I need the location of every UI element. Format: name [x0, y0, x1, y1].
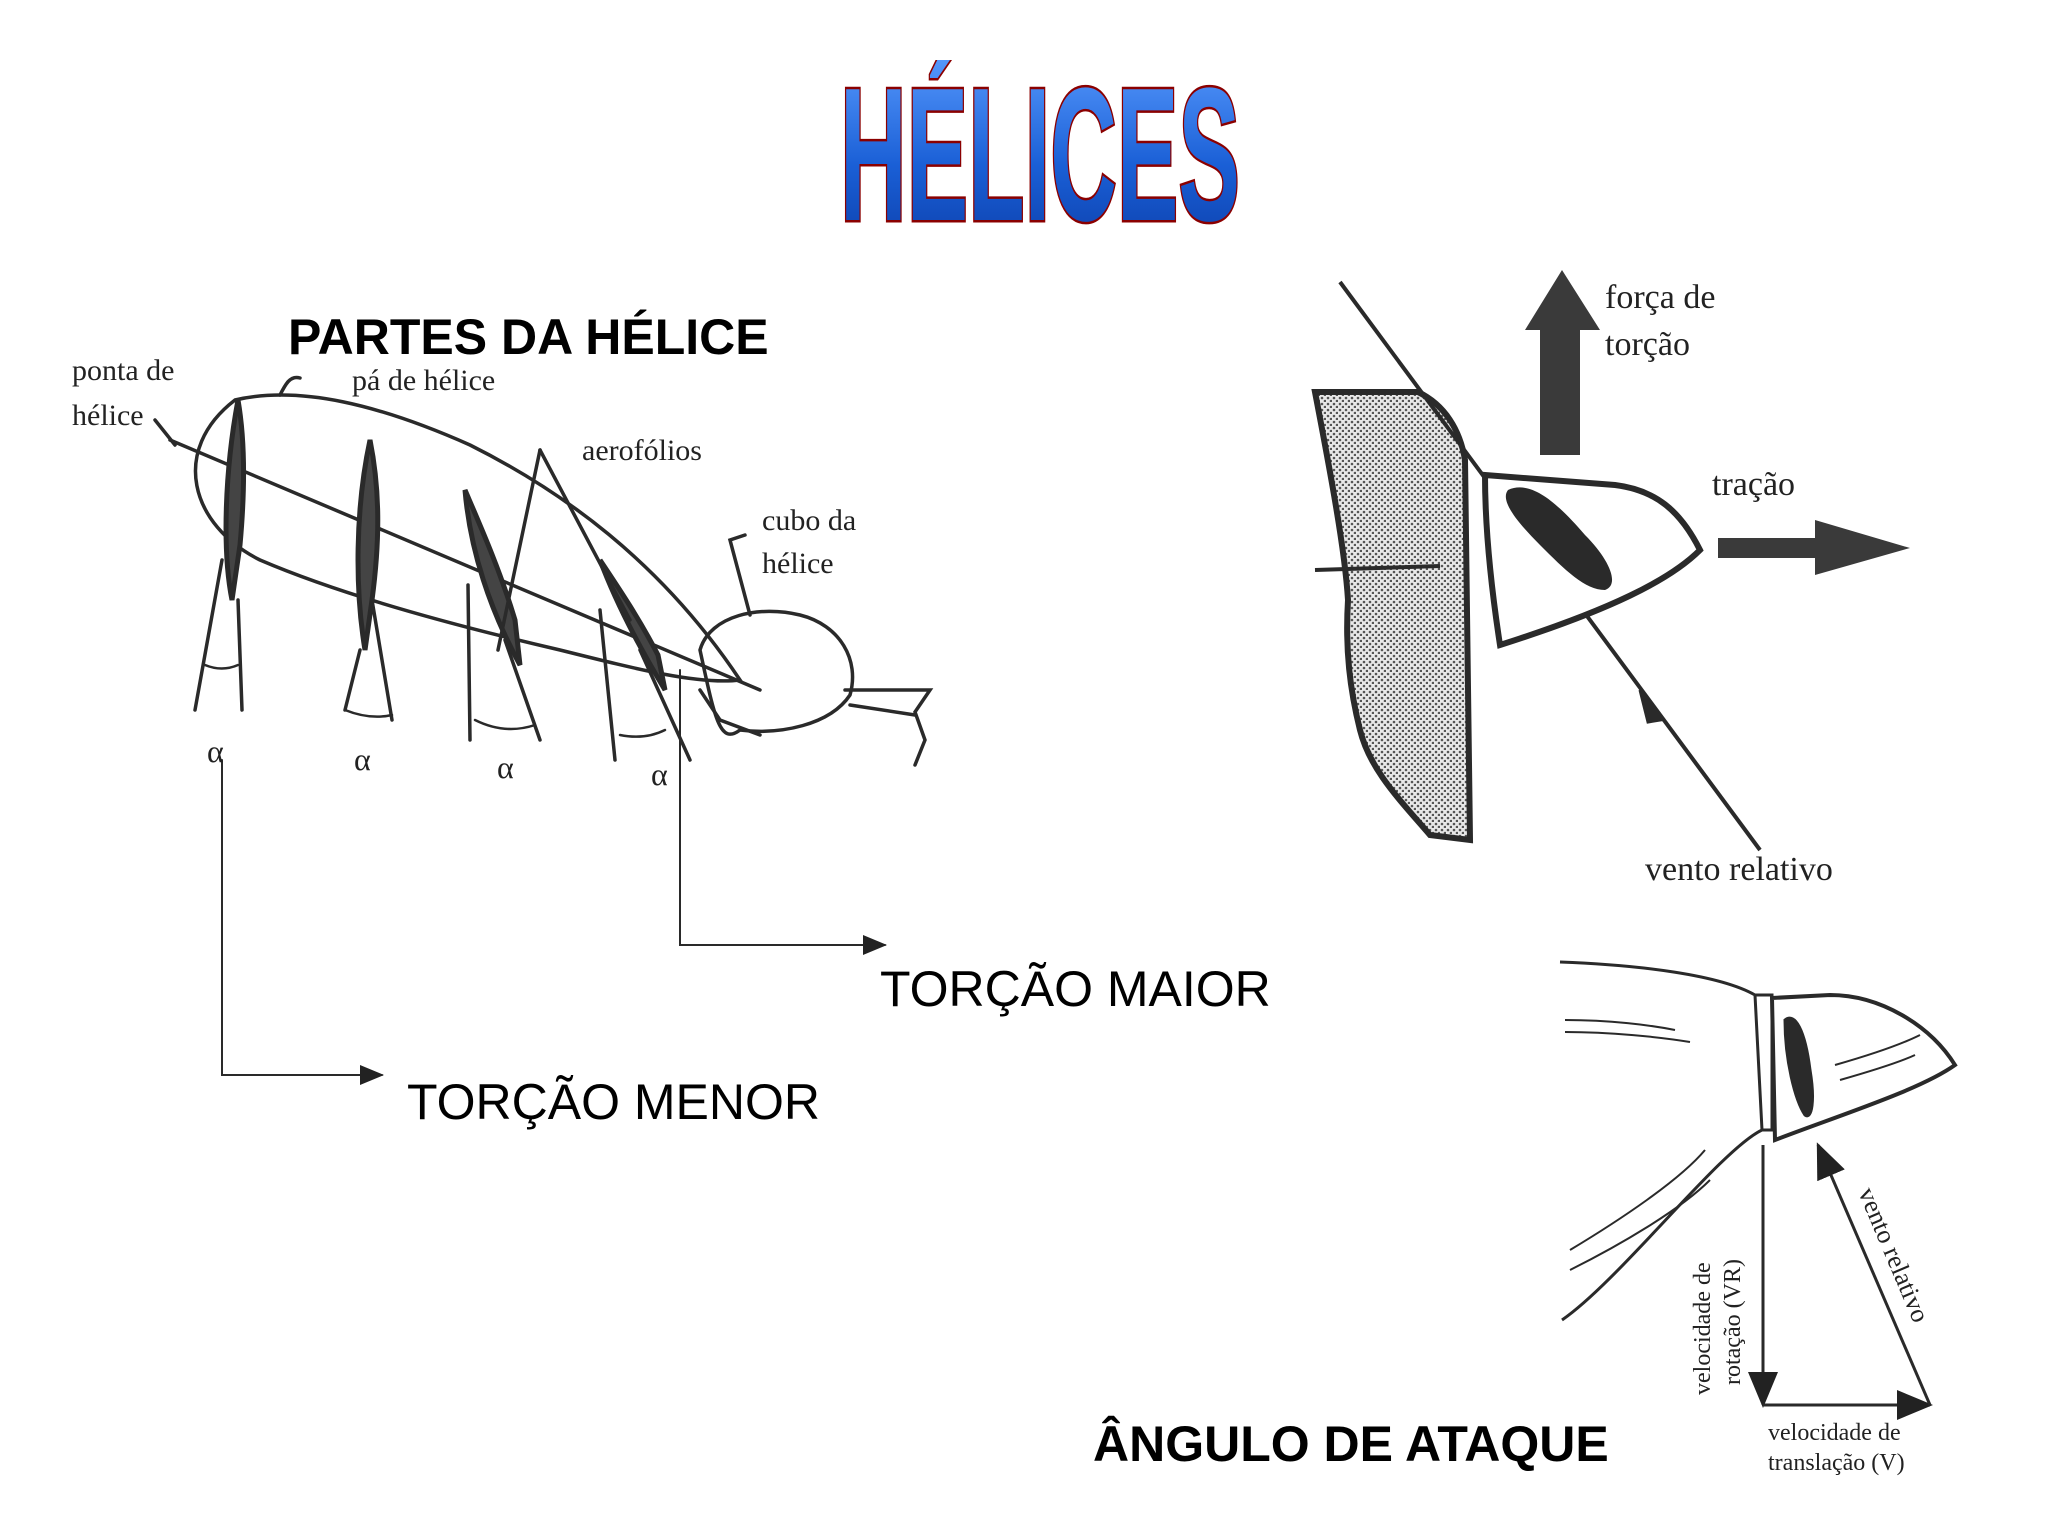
blade-tip-section: [1769, 992, 1958, 1143]
tip-leader: [153, 418, 177, 447]
angle-label-3: α: [497, 749, 514, 785]
angle-label-2: α: [354, 741, 371, 777]
twist-force-arrow: [1525, 270, 1600, 455]
rotation-velocity-label-line1: velocidade de: [1690, 1262, 1716, 1395]
tip-airfoil: [1783, 1016, 1814, 1118]
airfoil-shape: [1505, 487, 1613, 590]
blade-diagram: [153, 375, 934, 1085]
airfoils-leader-1: [496, 448, 542, 652]
airfoil-section-1: [223, 399, 247, 601]
parts-heading: PARTES DA HÉLICE: [288, 309, 769, 365]
tip-label-line2: hélice: [72, 399, 144, 432]
twist-force-label-line2: torção: [1605, 326, 1690, 363]
twist-greater-label: TORÇÃO MAIOR: [880, 961, 1271, 1017]
twist-smaller-label: TORÇÃO MENOR: [407, 1074, 820, 1130]
translation-velocity-label-line1: velocidade de: [1768, 1420, 1901, 1446]
forces-diagram: [1311, 270, 1910, 852]
translation-velocity-label-line2: translação (V): [1768, 1450, 1905, 1476]
rotation-arc-outer: [1559, 960, 1764, 1322]
angle-label-4: α: [651, 756, 668, 792]
blade-axis: [168, 438, 762, 692]
slide-title: HÉLICES: [838, 60, 1243, 240]
tip-label-line1: ponta de: [72, 354, 174, 387]
airfoils-label: aerofólios: [582, 434, 702, 467]
shaft: [843, 688, 934, 767]
blade-label: pá de hélice: [352, 364, 495, 397]
blade-outline: [193, 393, 744, 683]
twist-force-label-line1: força de: [1605, 279, 1715, 316]
forces-labels: força de torção tração vento relativo: [1605, 279, 1833, 888]
attack-heading: ÂNGULO DE ATAQUE: [1093, 1416, 1609, 1472]
blade-leader: [278, 375, 302, 397]
velocity-diagram: [1559, 960, 1958, 1420]
hub-label-line1: cubo da: [762, 504, 856, 537]
airfoil-section-3: [462, 489, 523, 667]
thrust-label: tração: [1712, 466, 1795, 503]
angle-label-1: α: [207, 733, 224, 769]
rotation-velocity-label-line2: rotação (VR): [1720, 1259, 1746, 1385]
hub-label-line2: hélice: [762, 547, 834, 580]
twist-smaller-connector: [221, 759, 384, 1085]
relative-wind-vector: [1816, 1142, 1932, 1406]
hub-shape: [698, 609, 855, 736]
twist-greater-connector: [679, 669, 887, 955]
spinner-shaded: [1311, 389, 1474, 844]
airfoils-leader-2: [538, 448, 632, 622]
blade-labels: ponta de hélice pá de hélice aerofólios …: [72, 354, 856, 792]
slide-title-text: HÉLICES: [840, 60, 1240, 240]
hub-leader: [727, 533, 752, 617]
airfoil-section-2: [355, 439, 381, 651]
thrust-arrow: [1718, 520, 1910, 575]
relative-wind-label: vento relativo: [1645, 851, 1833, 888]
